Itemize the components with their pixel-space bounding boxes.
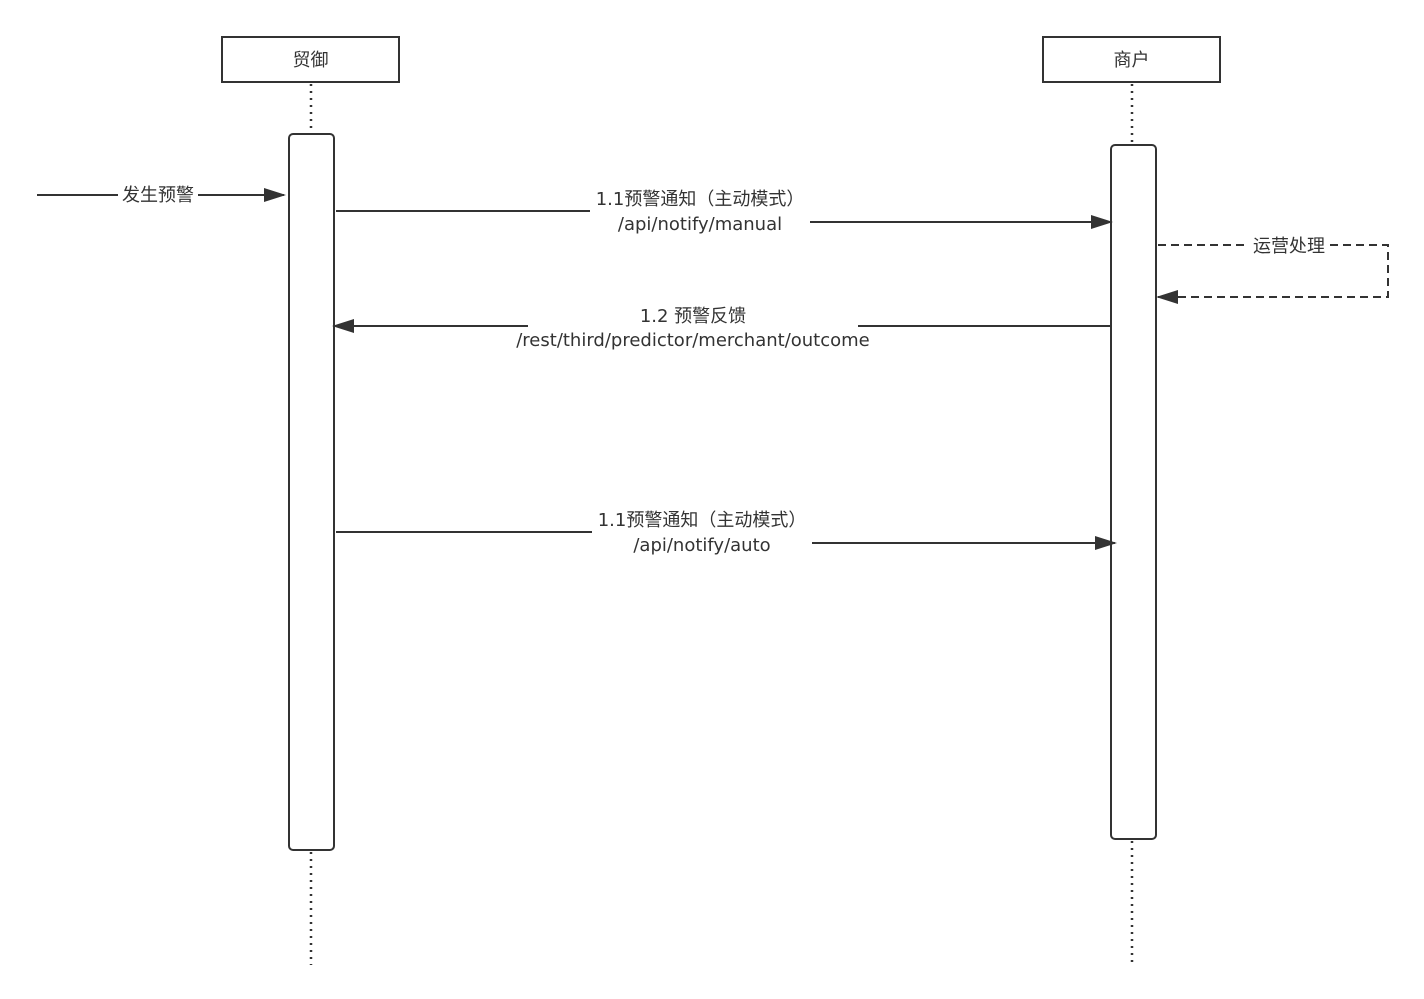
participant-left[interactable]: 贸御 xyxy=(221,36,400,83)
message-self-process-line-b xyxy=(1156,244,1389,304)
message-self-process-label: 运营处理 xyxy=(1253,236,1325,257)
participant-right-box[interactable] xyxy=(1042,36,1221,83)
activation-bar-left[interactable] xyxy=(288,133,335,851)
activation-bar-right[interactable] xyxy=(1110,144,1157,840)
message-feedback-label-1: 1.2 预警反馈 xyxy=(640,306,746,327)
message-feedback[interactable]: 1.2 预警反馈 /rest/third/predictor/merchant/… xyxy=(332,306,1111,351)
message-trigger[interactable]: 发生预警 xyxy=(37,185,286,206)
message-notify-manual-label-2: /api/notify/manual xyxy=(618,214,782,235)
participant-left-label: 贸御 xyxy=(293,50,329,71)
message-trigger-label: 发生预警 xyxy=(122,185,194,206)
message-notify-auto-label-1: 1.1预警通知（主动模式） xyxy=(598,510,807,531)
message-notify-manual[interactable]: 1.1预警通知（主动模式） /api/notify/manual xyxy=(336,189,1113,235)
message-notify-manual-label-1: 1.1预警通知（主动模式） xyxy=(596,189,805,210)
message-notify-auto-label-2: /api/notify/auto xyxy=(633,535,770,556)
message-feedback-label-2: /rest/third/predictor/merchant/outcome xyxy=(516,330,870,351)
participant-left-box[interactable] xyxy=(221,36,400,83)
participant-right[interactable]: 商户 xyxy=(1042,36,1221,83)
message-self-process[interactable]: 运营处理 xyxy=(1156,236,1389,304)
participant-right-label: 商户 xyxy=(1114,50,1150,71)
message-notify-auto[interactable]: 1.1预警通知（主动模式） /api/notify/auto xyxy=(336,510,1117,556)
